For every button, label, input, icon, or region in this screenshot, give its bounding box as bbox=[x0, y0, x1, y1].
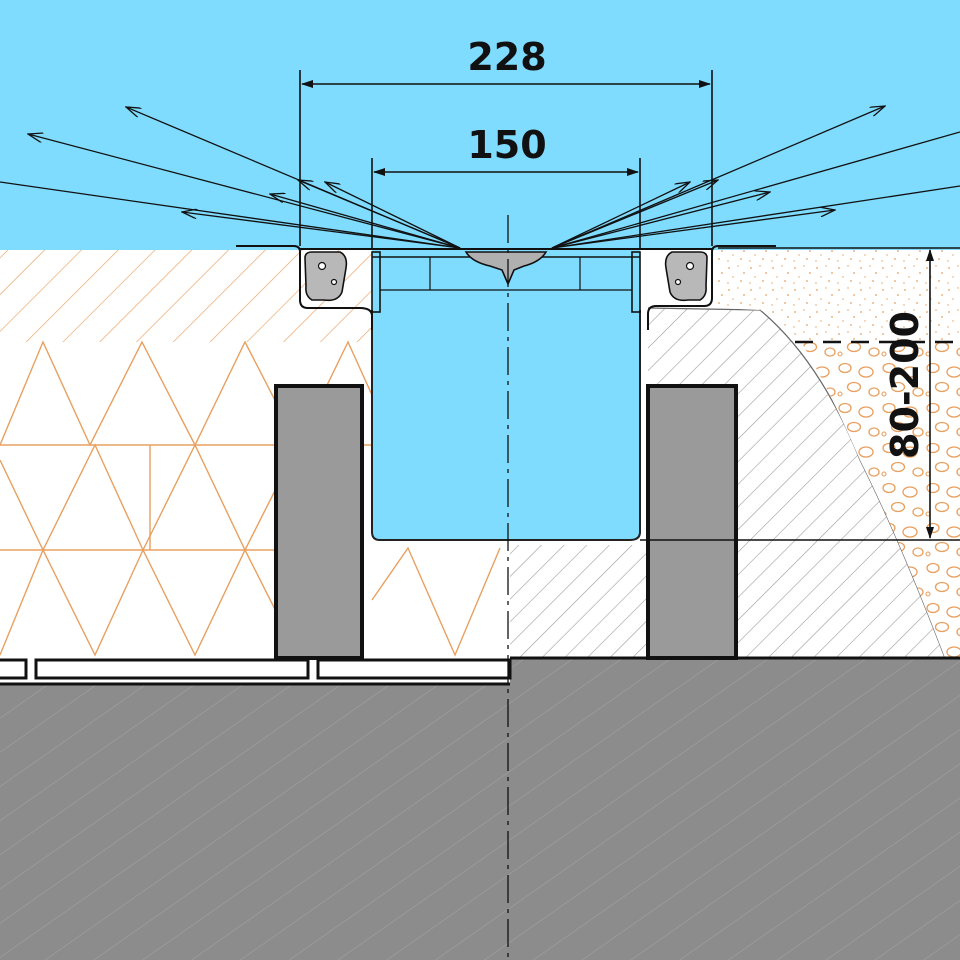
sky-background bbox=[0, 0, 960, 250]
movement-arrows-left bbox=[0, 107, 461, 249]
center-lower-insulation bbox=[362, 545, 510, 658]
concrete-slab bbox=[0, 685, 510, 960]
movement-arrows-right bbox=[551, 106, 960, 249]
dimension-inner-width bbox=[371, 158, 641, 250]
dimension-outer-width bbox=[299, 70, 713, 246]
right-gravel-fill bbox=[800, 340, 960, 658]
right-sand-layer bbox=[718, 250, 960, 340]
concrete-slab-right bbox=[510, 658, 960, 960]
right-seal-profile bbox=[664, 251, 708, 302]
dimension-depth-label: 80-200 bbox=[883, 311, 927, 459]
left-base-plates bbox=[0, 656, 960, 686]
dimension-outer-width-label: 228 bbox=[467, 35, 546, 79]
left-seal-profile bbox=[304, 251, 348, 302]
right-support-post bbox=[646, 384, 738, 660]
dimension-depth bbox=[640, 247, 960, 541]
center-sealing-nozzle bbox=[464, 251, 548, 287]
left-support-post bbox=[274, 384, 364, 660]
joint-gap-channel bbox=[372, 250, 640, 540]
dimension-inner-width-label: 150 bbox=[467, 123, 546, 167]
